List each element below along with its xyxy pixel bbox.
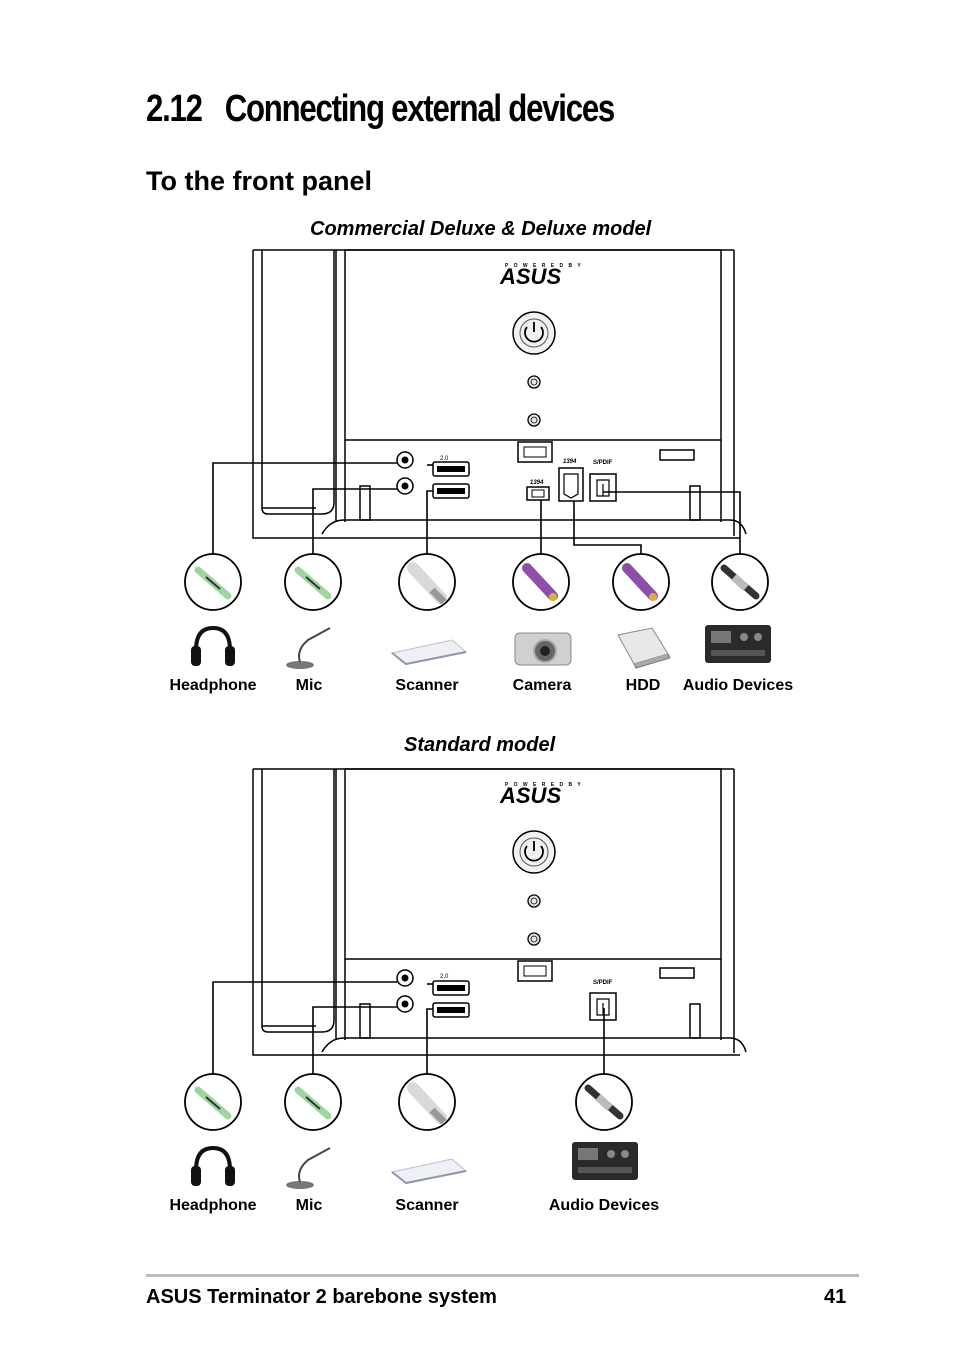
device-label-mic: Mic	[295, 677, 323, 694]
headphone-plug-icon	[184, 553, 242, 611]
device-label-scanner: Scanner	[395, 1197, 459, 1214]
firewire-small-label: 1394	[530, 480, 544, 486]
device-label-headphone: Headphone	[169, 677, 257, 694]
usb-version-label: 2.0	[440, 456, 449, 462]
scanner-icon	[390, 1158, 468, 1185]
power-led-icon	[527, 894, 541, 908]
footer-divider	[146, 1274, 859, 1277]
spdif-plug-icon	[711, 553, 769, 611]
device-label-camera: Camera	[512, 677, 572, 694]
usb-version-label: 2.0	[440, 974, 449, 980]
headphone-icon	[191, 625, 235, 666]
hdd-icon	[617, 627, 671, 669]
device-label-mic: Mic	[295, 1197, 323, 1214]
brand-logo: ASUS	[499, 783, 561, 808]
firewire-4pin-plug-icon	[512, 553, 570, 611]
usb-plug-icon	[398, 553, 456, 611]
brand-small: P O W E R E D B Y	[505, 263, 583, 269]
device-label-audio-devices: Audio Devices	[682, 677, 794, 694]
diagram-caption-standard: Standard model	[404, 734, 556, 756]
firewire-6pin-plug-icon	[612, 553, 670, 611]
brand-small: P O W E R E D B Y	[505, 782, 583, 788]
section-title-text: Connecting external devices	[224, 88, 616, 130]
device-label-hdd: HDD	[625, 677, 661, 694]
audio-device-icon	[572, 1142, 638, 1180]
spdif-label: S/PDIF	[593, 460, 613, 466]
usb-plug-icon	[398, 1073, 456, 1131]
footer-title: ASUS Terminator 2 barebone system	[146, 1286, 497, 1308]
brand-logo: ASUS	[499, 264, 561, 289]
spdif-plug-icon	[575, 1073, 633, 1131]
mic-plug-icon	[284, 1073, 342, 1131]
hdd-led-icon	[527, 932, 541, 946]
device-label-audio-devices: Audio Devices	[548, 1197, 660, 1214]
mic-plug-icon	[284, 553, 342, 611]
spdif-label: S/PDIF	[593, 980, 613, 986]
firewire-large-label: 1394	[563, 459, 577, 465]
device-label-scanner: Scanner	[395, 677, 459, 694]
section-heading: 2.12 Connecting external devices	[146, 88, 616, 131]
page-number: 41	[824, 1286, 847, 1308]
power-icon	[524, 322, 544, 343]
mic-icon	[286, 1147, 331, 1189]
headphone-icon	[191, 1145, 235, 1186]
subsection-title: To the front panel	[146, 166, 372, 196]
audio-device-icon	[705, 625, 771, 663]
power-button	[512, 311, 556, 355]
mic-icon	[286, 627, 331, 669]
power-icon	[524, 841, 544, 862]
power-button	[512, 830, 556, 874]
device-label-headphone: Headphone	[169, 1197, 257, 1214]
scanner-icon	[390, 639, 468, 666]
diagram-caption-deluxe: Commercial Deluxe & Deluxe model	[310, 218, 652, 240]
power-led-icon	[527, 375, 541, 389]
hdd-led-icon	[527, 413, 541, 427]
headphone-plug-icon	[184, 1073, 242, 1131]
section-number: 2.12	[146, 88, 203, 130]
card-reader-icon	[517, 960, 553, 982]
camera-icon	[514, 632, 572, 666]
